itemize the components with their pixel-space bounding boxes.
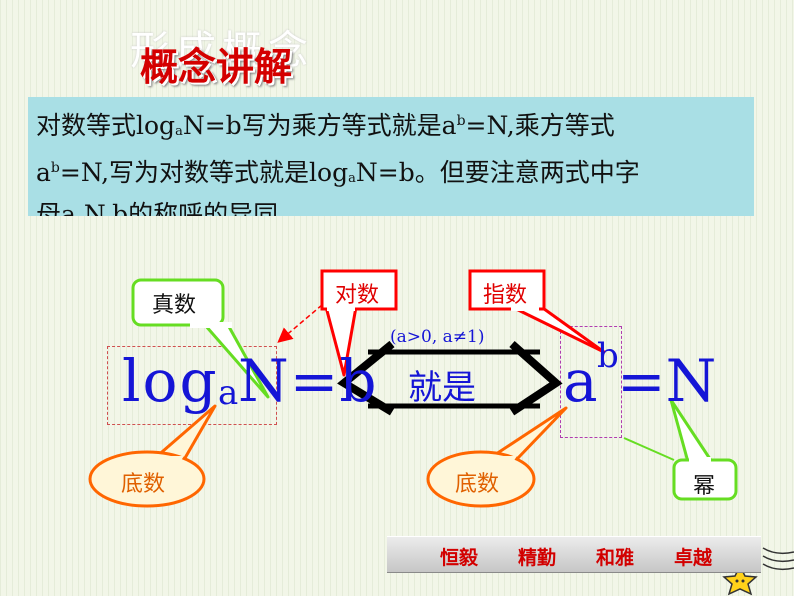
label-zhishu: 指数 [483,283,528,308]
intro-line-3: 母a,N,b的称呼的异同. [36,200,287,216]
page-title: 概念讲解 [140,45,293,89]
intro-line-2: ab=N,写为对数等式就是logaN=b。但要注意两式中字 [36,158,640,187]
label-dishu-right: 底数 [455,472,500,497]
star-icon [722,564,758,596]
callout-zhishu [468,269,606,354]
formula-exp-base: a [563,347,598,415]
formula-log-base: a [218,373,239,413]
formula-n-eq-b: N=b [238,347,378,415]
label-mi: 幂 [693,474,716,499]
motto-item: 精勤 [518,547,557,569]
equivalence-text: 就是 [408,368,476,408]
intro-line-1: 对数等式logaN=b写为乘方等式就是ab=N,乘方等式 [36,111,615,140]
callout-dishu-right [426,406,568,508]
label-dishu-left: 底数 [121,472,166,497]
callout-duishu [277,269,398,377]
double-arrow-icon [337,340,563,416]
formula-exponent: b [597,336,619,376]
motto-item: 恒毅 [440,547,479,569]
intro-text-box: 对数等式logaN=b写为乘方等式就是ab=N,乘方等式 ab=N,写为对数等式… [28,97,754,216]
condition-text: (a>0, a≠1) [390,327,485,347]
motto-item: 卓越 [674,547,713,569]
label-duishu: 对数 [335,283,380,308]
label-zhenshu: 真数 [152,293,197,318]
motto-item: 和雅 [596,547,635,569]
callout-mi [623,398,738,501]
ghost-title: 形成概念 [130,28,314,74]
callout-dishu-left [88,404,217,508]
motto-bar: 恒毅 精勤 和雅 卓越 [387,536,761,573]
formula-log: log [122,347,219,415]
decorative-lines [762,547,794,571]
callout-zhenshu [131,278,270,399]
formula-eq-n: =N [617,347,717,415]
